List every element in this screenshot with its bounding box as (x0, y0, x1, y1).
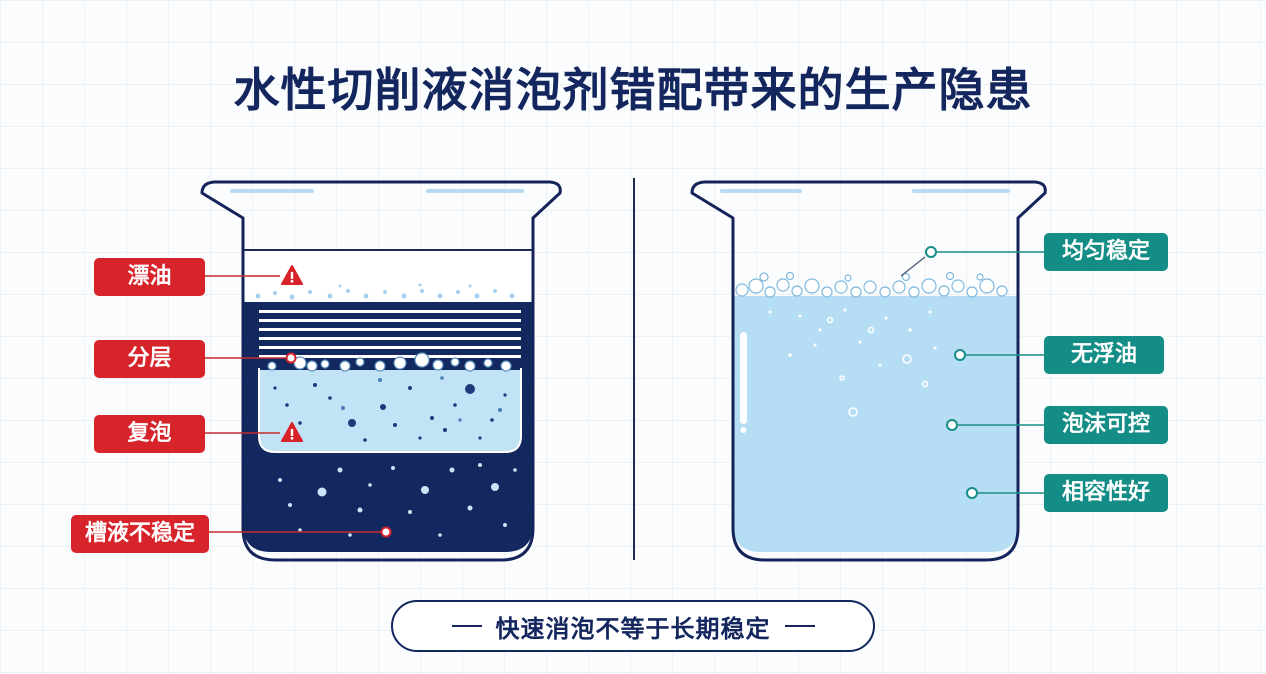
suspended-particles (273, 383, 507, 442)
label-floating-oil: 漂油 (94, 258, 205, 296)
marker-dot (954, 349, 966, 361)
light-liquid (733, 296, 1018, 552)
label-stratification: 分层 (94, 340, 205, 378)
micro-bubbles (768, 308, 937, 367)
label-uniform-stable: 均匀稳定 (1044, 233, 1168, 271)
light-particles (288, 376, 502, 442)
marker-dot (946, 419, 958, 431)
marker-dot (380, 526, 392, 538)
page-title: 水性切削液消泡剂错配带来的生产隐患 (233, 63, 1033, 117)
left-connectors (205, 275, 392, 538)
right-beaker-outline (690, 180, 1047, 562)
oil-layer-stripes (259, 310, 521, 358)
label-refoaming: 复泡 (94, 415, 205, 453)
right-beaker (690, 180, 1047, 562)
footer-motto: 快速消泡不等于长期稳定 (391, 600, 875, 652)
left-beaker (200, 180, 562, 562)
marker-dot (925, 246, 937, 258)
label-bath-instability: 槽液不稳定 (71, 515, 209, 553)
surface-foam-dots (255, 283, 515, 300)
small-bubbles (826, 316, 929, 417)
separated-layer (259, 370, 521, 452)
right-connectors (900, 246, 1046, 499)
glass-highlight (740, 332, 747, 424)
label-foam-controllable: 泡沫可控 (1044, 406, 1168, 444)
label-good-compatibility: 相容性好 (1044, 474, 1168, 512)
marker-dot (966, 487, 978, 499)
dash-right (784, 625, 815, 627)
warning-icon (281, 422, 303, 442)
surface-foam (735, 271, 1008, 298)
label-no-floating-oil: 无浮油 (1044, 336, 1164, 374)
warning-icon (281, 265, 303, 285)
dash-left (451, 625, 482, 627)
dark-liquid-bubbles (278, 463, 517, 537)
interface-bubbles (267, 352, 512, 372)
left-beaker-outline (200, 180, 562, 562)
footer-motto-text: 快速消泡不等于长期稳定 (495, 614, 771, 643)
marker-dot (285, 352, 297, 364)
